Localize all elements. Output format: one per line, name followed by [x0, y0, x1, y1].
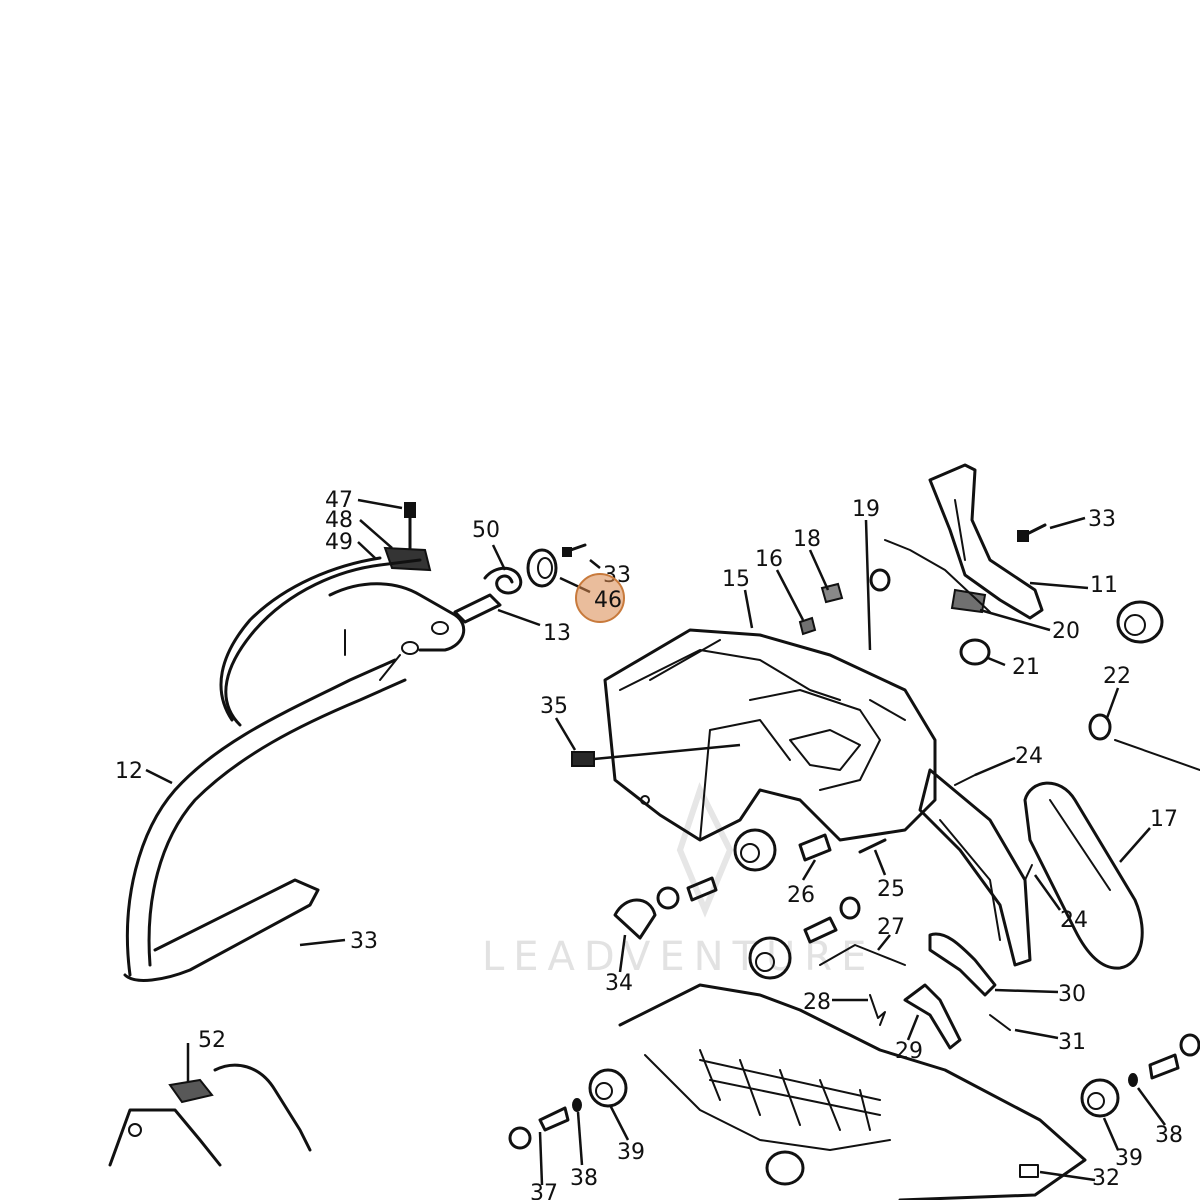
trigger-handle [918, 768, 1032, 967]
label-22: 22 [1103, 664, 1131, 689]
label-12: 12 [115, 759, 143, 784]
stud-26 [798, 833, 832, 862]
mount-39-right [1080, 1078, 1120, 1118]
spring-50 [483, 566, 523, 595]
label-25: 25 [877, 877, 905, 902]
label-24-bottom: 24 [1060, 908, 1088, 933]
label-47: 47 [325, 488, 353, 513]
screw-33-top [562, 543, 587, 557]
label-16: 16 [755, 547, 783, 572]
clamp-48 [383, 546, 432, 572]
washer-38-right [1128, 1073, 1138, 1087]
mount-lower-left [748, 936, 792, 980]
mount-top-right [1116, 600, 1164, 644]
label-17: 17 [1150, 807, 1178, 832]
plug-35 [571, 743, 741, 767]
label-37: 37 [530, 1181, 558, 1200]
label-33-right: 33 [1088, 507, 1116, 532]
washer-38-left [572, 1098, 582, 1112]
nut-18 [820, 582, 844, 604]
lockout-30 [928, 932, 997, 997]
stud-middle [803, 896, 861, 944]
screw-33-right [1017, 523, 1047, 542]
label-49: 49 [325, 530, 353, 555]
buffer-34 [613, 898, 657, 940]
grommet-19 [869, 568, 891, 592]
bolt-47 [404, 502, 416, 550]
label-26: 26 [787, 883, 815, 908]
label-39-left: 39 [617, 1140, 645, 1165]
label-27: 27 [877, 915, 905, 940]
label-13: 13 [543, 621, 571, 646]
stud-right-edge [1148, 1033, 1200, 1080]
lever-11 [928, 463, 1044, 620]
trigger-29 [903, 983, 962, 1050]
mount-center [733, 828, 777, 872]
label-31: 31 [1058, 1030, 1086, 1055]
rod-27 [819, 944, 906, 966]
spring-24-top [954, 774, 976, 786]
label-21: 21 [1012, 655, 1040, 680]
label-33-handle: 33 [350, 929, 378, 954]
mount-bottom-center [765, 1150, 805, 1186]
label-29: 29 [895, 1039, 923, 1064]
watermark: LEADVENTURE [482, 782, 875, 980]
stud-left [656, 876, 718, 910]
label-48: 48 [325, 508, 353, 533]
base-plate-32 [618, 983, 1087, 1200]
label-35: 35 [540, 694, 568, 719]
label-32: 32 [1092, 1166, 1120, 1191]
hotspot-46[interactable]: 46 [575, 573, 625, 623]
label-20: 20 [1052, 619, 1080, 644]
housing-15 [603, 628, 937, 842]
front-handle-bar [123, 556, 466, 982]
label-34: 34 [605, 971, 633, 996]
label-30: 30 [1058, 982, 1086, 1007]
label-18: 18 [793, 527, 821, 552]
watermark-text: LEADVENTURE [482, 934, 875, 980]
leader-lines [145, 498, 1167, 1186]
label-28: 28 [803, 990, 831, 1015]
assembly-52 [108, 1063, 312, 1167]
stud-37 [508, 1106, 570, 1150]
label-46[interactable]: 46 [594, 588, 622, 613]
label-50: 50 [472, 518, 500, 543]
spring-28 [869, 994, 886, 1026]
label-38-left: 38 [570, 1166, 598, 1191]
collar-46 [526, 548, 558, 588]
grip-17 [1023, 781, 1144, 970]
label-19: 19 [852, 497, 880, 522]
label-24-top: 24 [1015, 744, 1043, 769]
pin-13 [453, 593, 502, 624]
spring-31 [989, 1014, 1011, 1031]
label-39-right: 39 [1115, 1146, 1143, 1171]
hotspot-46-marker[interactable] [575, 573, 625, 623]
label-38-right: 38 [1155, 1123, 1183, 1148]
cable-20 [884, 539, 991, 614]
bushing-22 [1088, 713, 1200, 771]
label-11: 11 [1090, 573, 1118, 598]
spring-24-bottom [1024, 864, 1033, 881]
bushing-21 [959, 638, 991, 666]
pin-25 [858, 838, 887, 854]
label-52: 52 [198, 1028, 226, 1053]
mount-39-left [588, 1068, 628, 1108]
nut-16 [798, 616, 817, 636]
label-15: 15 [722, 567, 750, 592]
part-labels: 47 48 49 50 33 13 12 33 52 35 15 16 18 1… [115, 488, 1183, 1200]
